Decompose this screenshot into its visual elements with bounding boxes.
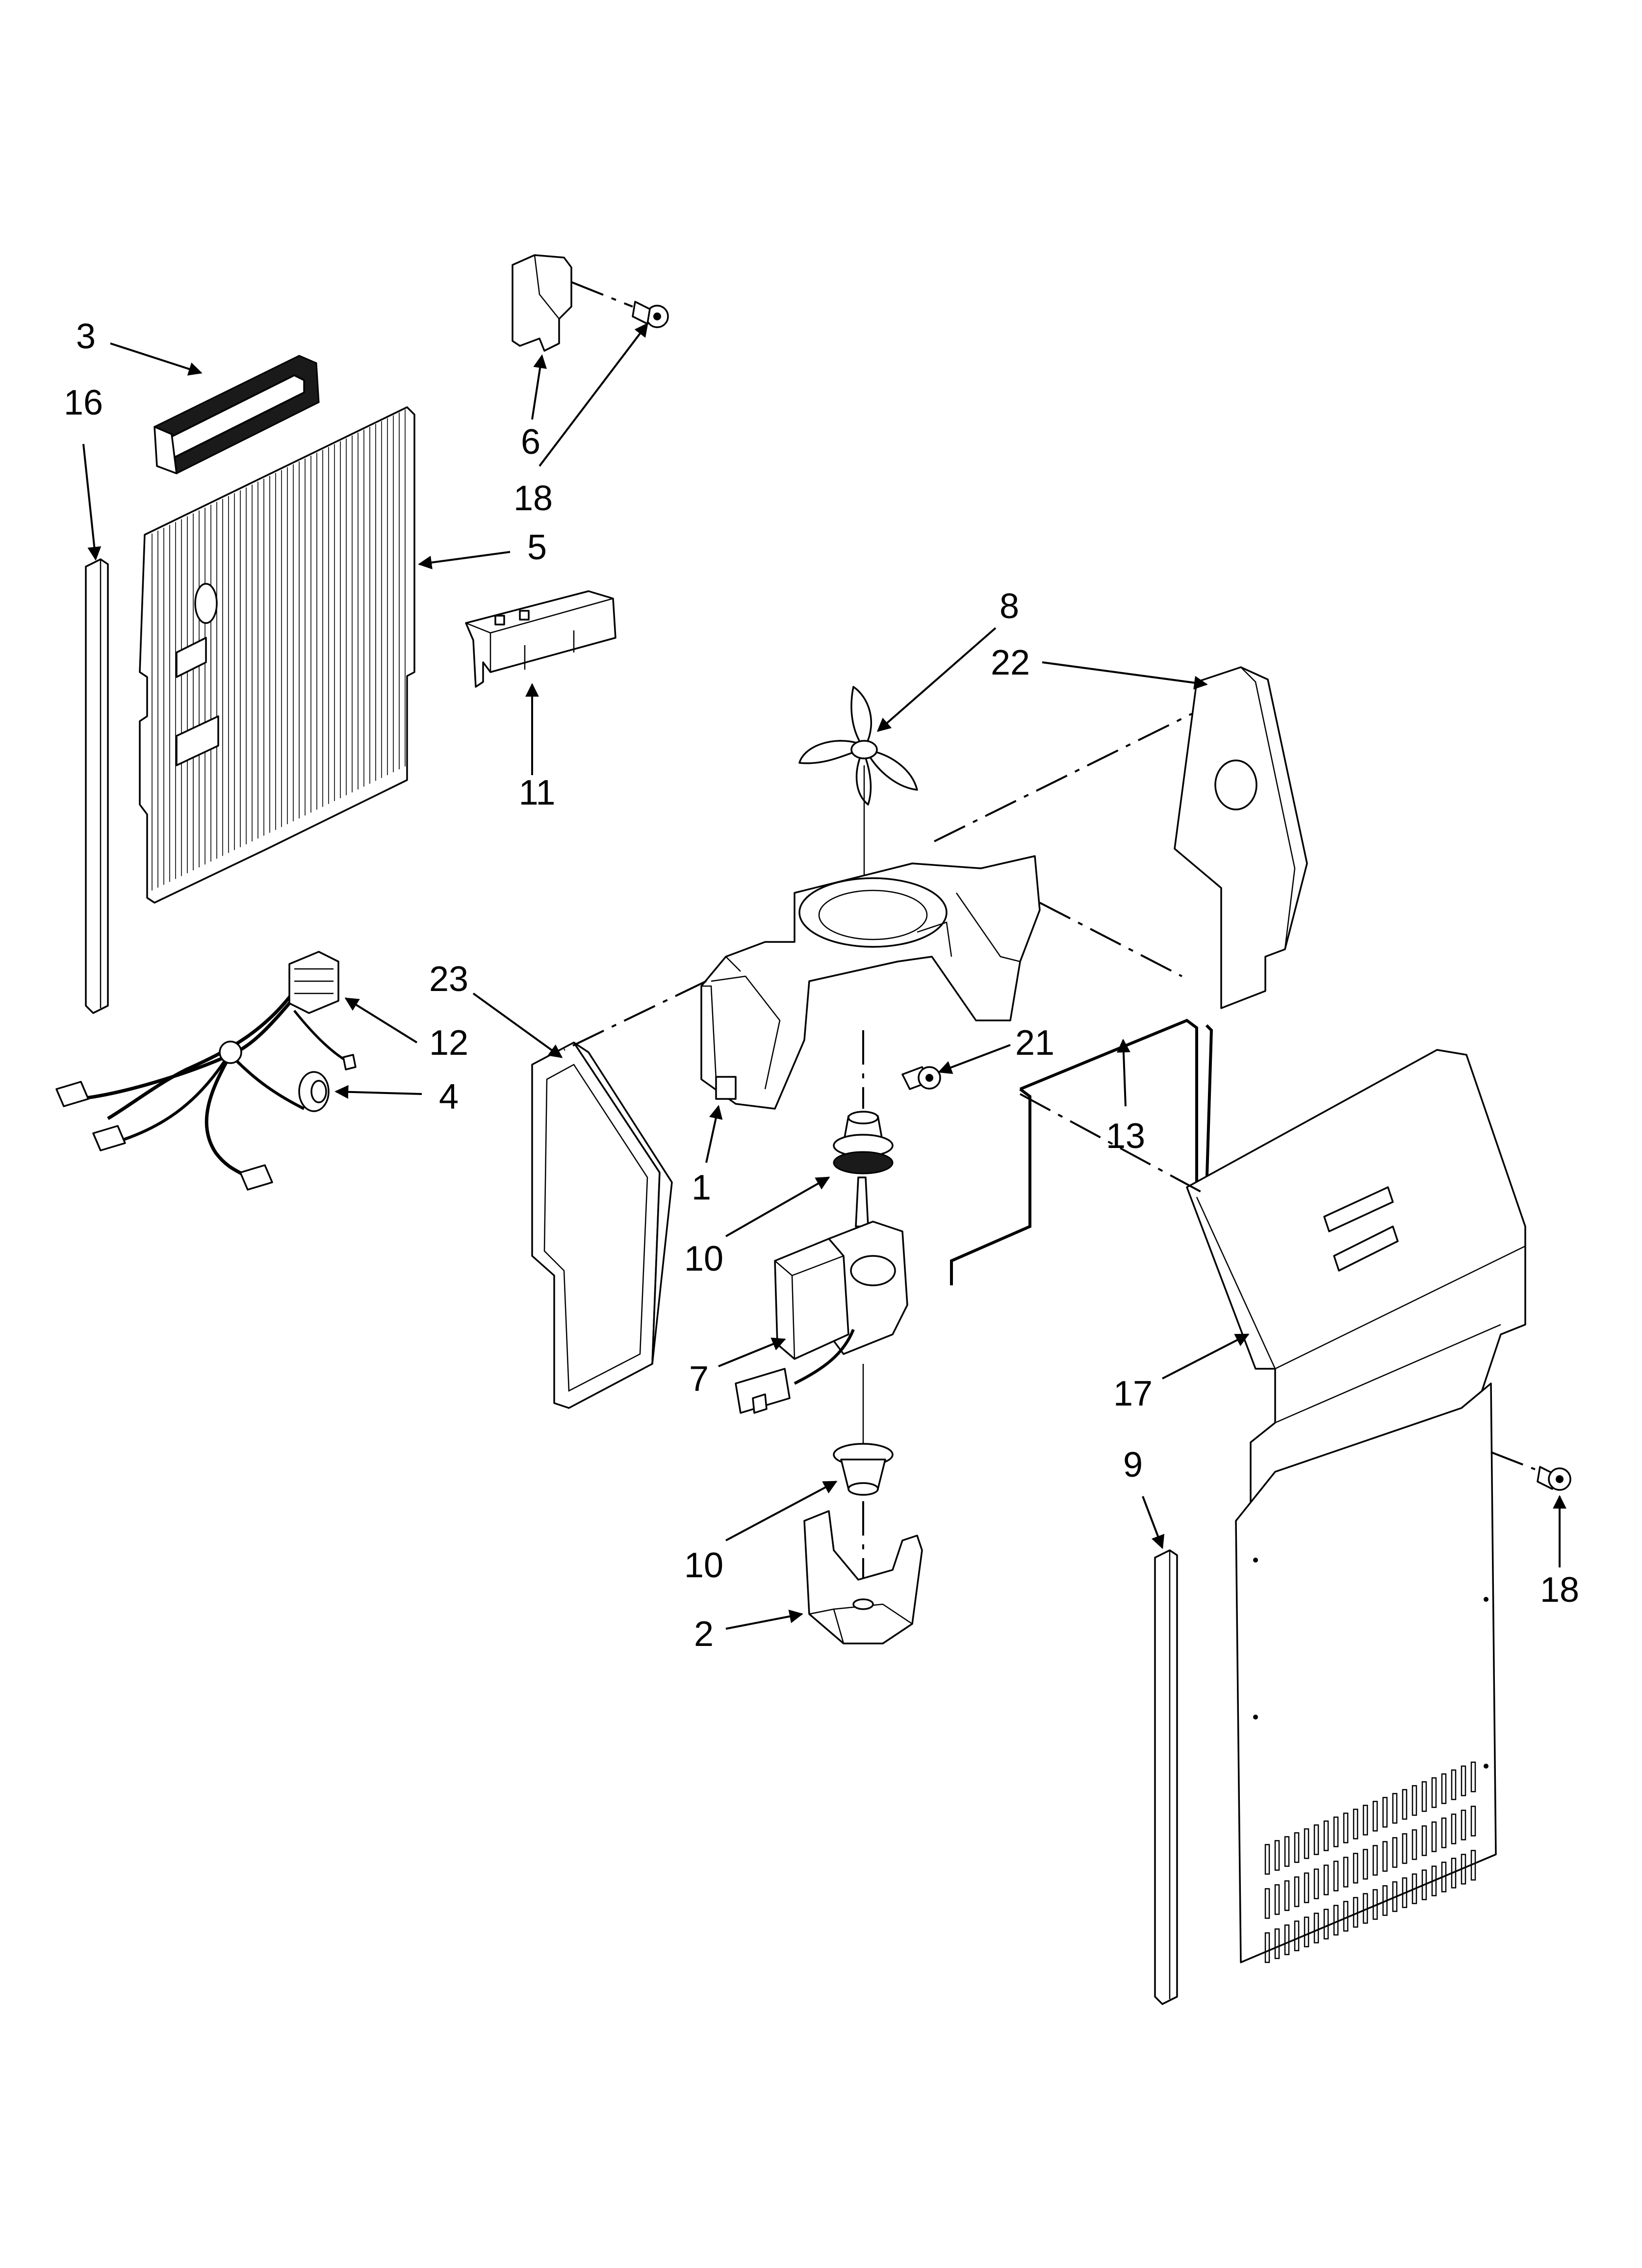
callout-22: 22 xyxy=(991,643,1030,682)
callout-16: 16 xyxy=(64,383,103,422)
part-3-channel xyxy=(154,355,320,474)
part-8-fan-blade xyxy=(798,686,918,922)
callout-13: 13 xyxy=(1106,1117,1145,1156)
callout-3: 3 xyxy=(76,317,96,356)
part-5-evaporator-panel xyxy=(139,406,415,904)
callout-17: 17 xyxy=(1113,1374,1153,1413)
callout-numbers: 3 16 6 18 5 11 8 22 23 12 4 21 13 1 10 7… xyxy=(64,317,1579,1654)
part-7-fan-motor xyxy=(735,1176,908,1452)
part-6-bracket xyxy=(512,254,633,352)
part-18-screw-top xyxy=(632,301,669,328)
part-1-fan-housing xyxy=(700,855,1041,1110)
cover-vents xyxy=(1264,1761,1476,1963)
callout-21: 21 xyxy=(1015,1023,1054,1063)
part-2-motor-bracket xyxy=(803,1510,923,1644)
part-17-cover xyxy=(1186,1049,1526,1963)
alignment-lines xyxy=(564,713,1202,1193)
callout-5: 5 xyxy=(527,528,547,567)
part-18-screw-right xyxy=(1490,1451,1571,1491)
callout-10: 10 xyxy=(684,1239,723,1278)
part-9-strip xyxy=(1154,1549,1178,2005)
callout-4: 4 xyxy=(439,1077,459,1117)
panel-ribs xyxy=(152,409,406,891)
part-4-grommet xyxy=(298,1071,330,1112)
callout-23: 23 xyxy=(429,960,468,999)
callout-18: 18 xyxy=(1540,1570,1579,1610)
part-16-strip xyxy=(85,558,109,1014)
callout-7: 7 xyxy=(689,1359,709,1399)
callout-9: 9 xyxy=(1123,1445,1143,1485)
part-12-wire-harness xyxy=(55,951,357,1191)
part-11-bracket xyxy=(465,590,616,688)
callout-8: 8 xyxy=(1000,587,1019,626)
part-13-wire-bracket xyxy=(950,1018,1213,1285)
callout-18: 18 xyxy=(513,479,553,518)
callout-12: 12 xyxy=(429,1023,468,1063)
part-10-bushing-lower xyxy=(833,1443,894,1590)
part-23-baffle xyxy=(531,1042,673,1409)
callout-1: 1 xyxy=(692,1168,711,1207)
callout-6: 6 xyxy=(521,422,540,462)
callout-2: 2 xyxy=(694,1615,714,1654)
callout-11: 11 xyxy=(519,773,556,812)
callout-10: 10 xyxy=(684,1546,723,1585)
leader-lines xyxy=(82,322,1566,1630)
part-21-screw xyxy=(901,1066,941,1090)
part-22-baffle xyxy=(1174,666,1308,1009)
part-10-bushing-upper xyxy=(833,1030,894,1174)
